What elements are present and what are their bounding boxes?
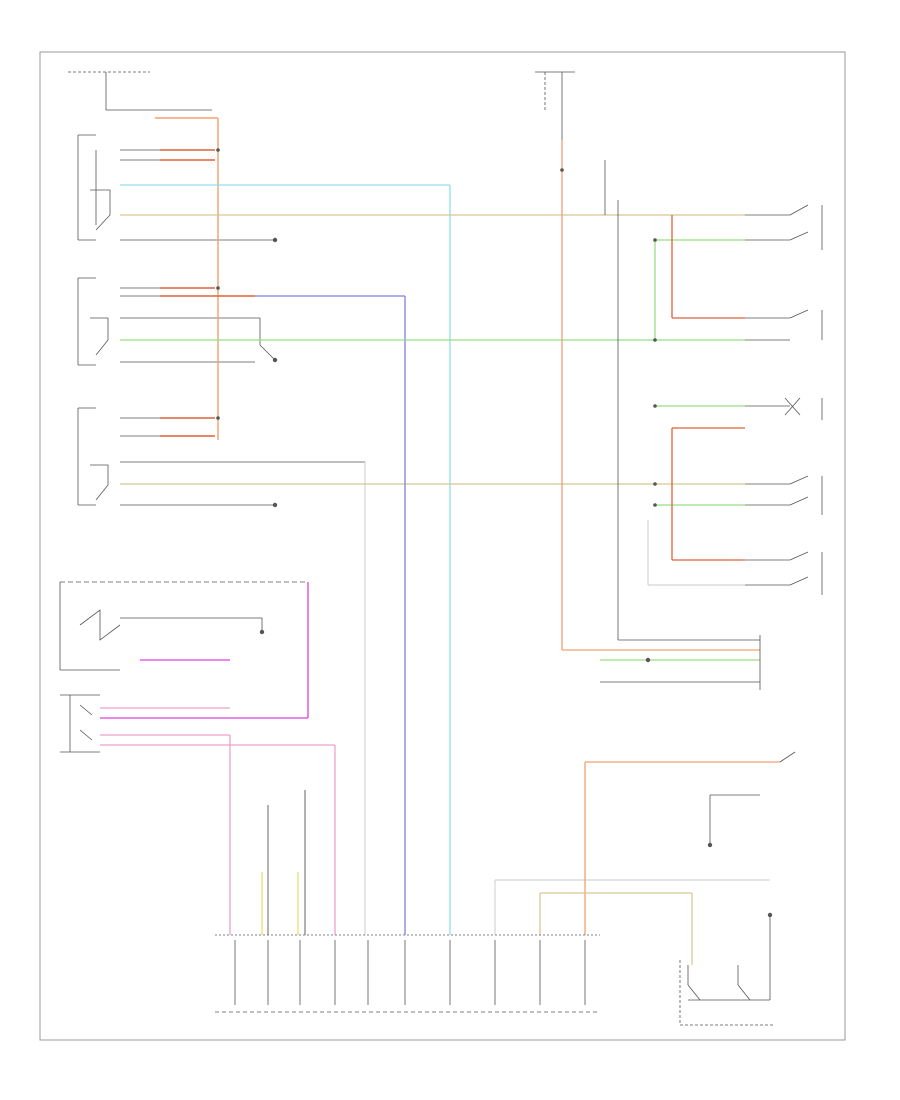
door-lock-actuator [679, 960, 775, 1026]
magenta-wires [100, 582, 309, 719]
splice-points [216, 148, 657, 507]
right-switches [745, 204, 823, 595]
body-control-module [215, 934, 600, 1013]
relay-3 [77, 407, 365, 508]
diagram-border [39, 51, 846, 1041]
pink-wires [100, 707, 336, 935]
right-power-source [535, 71, 760, 641]
tan-bottom-wire [539, 892, 693, 965]
module-pins [234, 940, 586, 1005]
blue-wire [255, 295, 406, 935]
cyan-wire [120, 184, 451, 935]
relay-feed-wires [155, 117, 255, 440]
red-right-wires [671, 215, 745, 561]
door-lock-switch [60, 694, 100, 753]
gray-wire [364, 462, 770, 935]
top-left-power-source [68, 71, 212, 111]
orange-right-wire [561, 140, 780, 935]
body-control-connector [600, 635, 761, 690]
relay-2 [77, 277, 278, 366]
yellow-wires [261, 790, 306, 935]
headlamp-relay [77, 134, 278, 243]
green-wire [120, 239, 760, 661]
instrument-panel-assembly [59, 581, 308, 671]
lower-right-switch [707, 751, 796, 1000]
tan-wire [120, 214, 745, 485]
